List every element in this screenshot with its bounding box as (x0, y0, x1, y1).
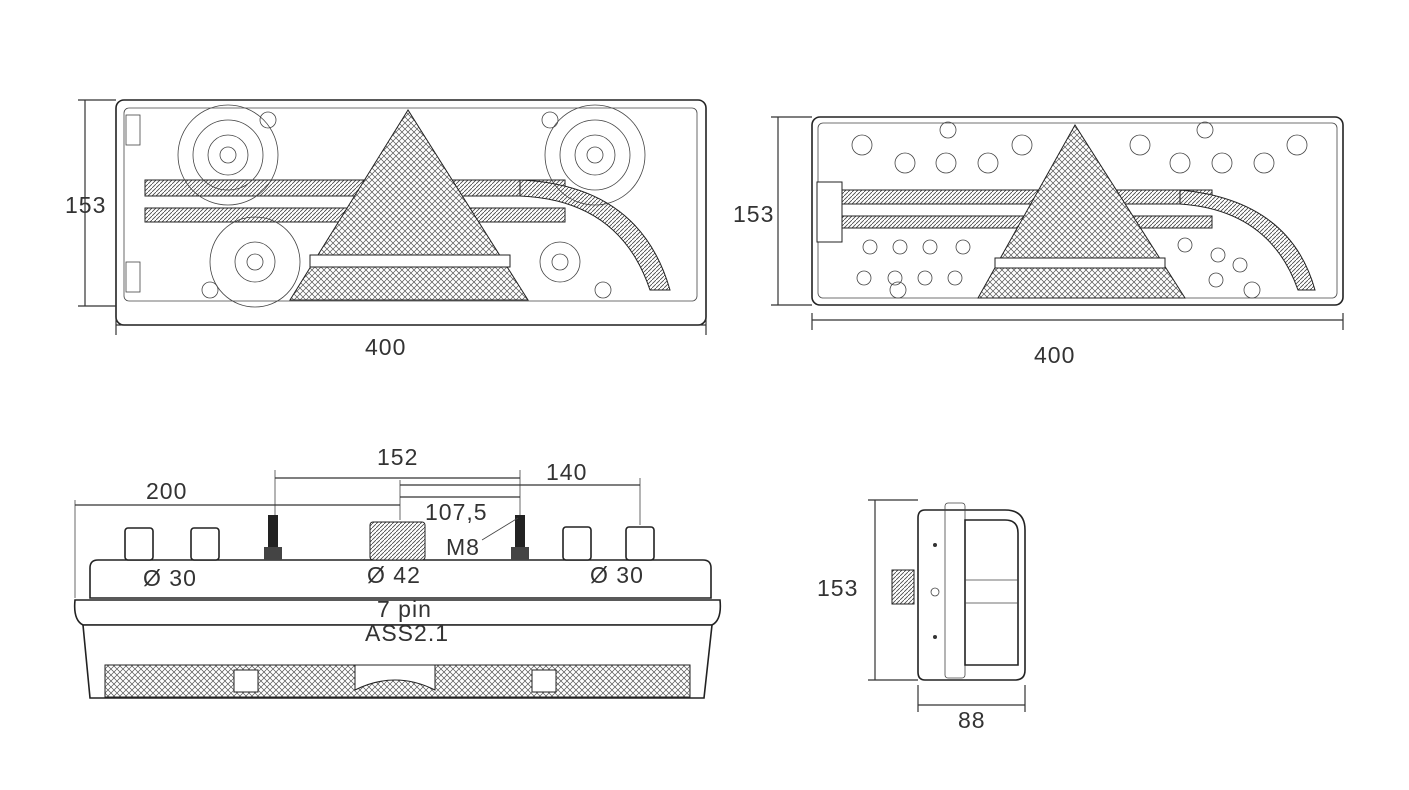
height-dimension: 153 (817, 575, 858, 601)
plug-pins-label: 7 pin (377, 596, 432, 622)
top-view: 200 152 140 107,5 M8 Ø 30 Ø 42 Ø 30 7 pi… (73, 444, 722, 699)
dimension-140: 140 (546, 459, 587, 485)
dimension-152: 152 (377, 444, 418, 470)
side-connector (891, 569, 915, 605)
light-strip (144, 179, 566, 197)
plug-type-label: ASS2.1 (365, 620, 449, 646)
width-dimension: 400 (365, 334, 406, 360)
connector-center-diameter: Ø 42 (367, 562, 421, 588)
width-dimension: 400 (1034, 342, 1075, 368)
plug-connector (369, 521, 426, 561)
connector-left-diameter: Ø 30 (143, 565, 197, 591)
height-dimension: 153 (733, 201, 774, 227)
connector-right-diameter: Ø 30 (590, 562, 644, 588)
front-view-rear: 153 400 (65, 99, 707, 360)
warning-triangle (977, 124, 1186, 299)
dimension-107-5: 107,5 (425, 499, 488, 525)
bolt-size-label: M8 (446, 534, 480, 560)
dimension-200: 200 (146, 478, 187, 504)
housing-top (89, 559, 712, 599)
connector-caps (124, 515, 655, 561)
height-dimension: 153 (65, 192, 106, 218)
front-view-lens: 153 400 (733, 116, 1344, 368)
side-view: 153 88 (817, 499, 1026, 733)
depth-dimension: 88 (958, 707, 986, 733)
warning-triangle (289, 109, 529, 301)
